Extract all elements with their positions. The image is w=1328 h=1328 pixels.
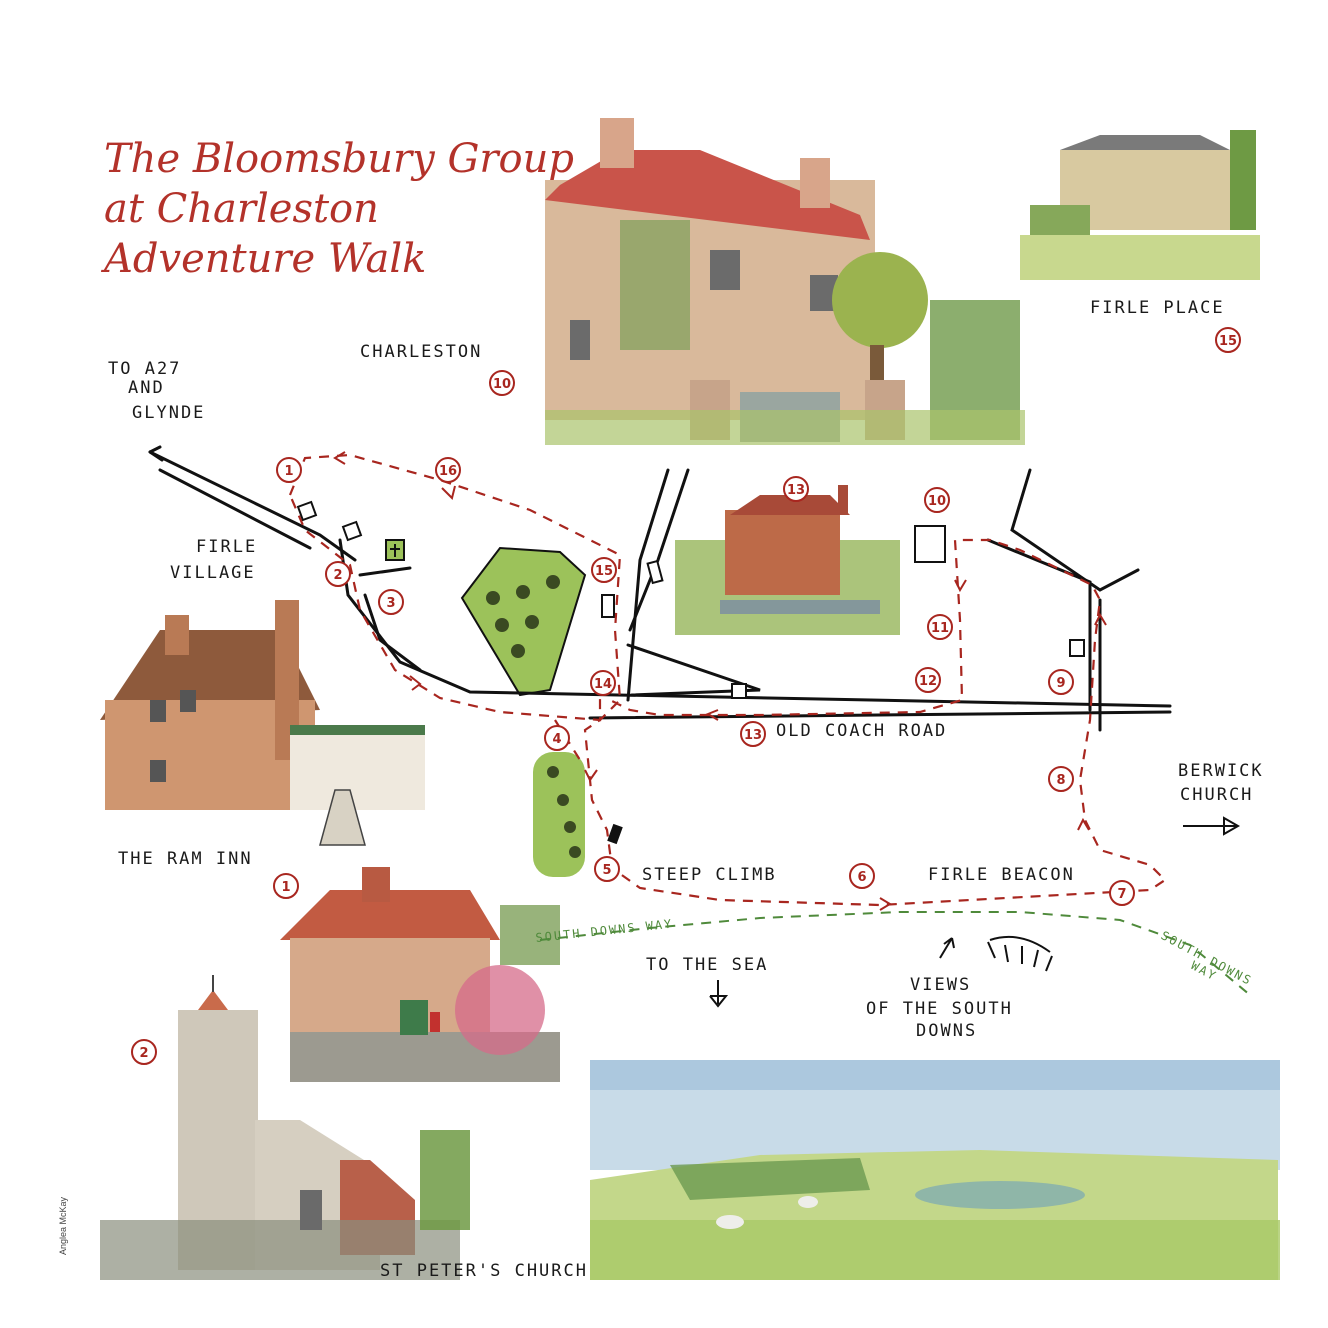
title-line-1: The Bloomsbury Group: [104, 136, 574, 182]
marker-2-map: 2: [325, 561, 351, 587]
svg-text:1: 1: [281, 880, 290, 895]
label-firle-beacon: FIRLE BEACON: [928, 865, 1075, 885]
marker-15-map: 15: [591, 557, 617, 583]
arrow-to-the-sea: [709, 980, 729, 1008]
label-to-a27-3: GLYNDE: [132, 403, 205, 423]
firle-place-illustration: [1020, 130, 1260, 280]
roads: [148, 445, 1172, 732]
svg-text:15: 15: [1219, 334, 1237, 349]
views-icon: [939, 935, 1053, 972]
label-charleston: CHARLESTON: [360, 342, 482, 362]
stile-icon: [607, 823, 623, 845]
marker-4: 4: [544, 725, 570, 751]
label-views-3: DOWNS: [916, 1021, 977, 1041]
title-line-2: at Charleston: [104, 186, 379, 232]
south-downs-way-route: [539, 911, 1251, 996]
cottage-illustration: [675, 485, 900, 635]
svg-text:1: 1: [284, 464, 293, 479]
label-steep-climb: STEEP CLIMB: [642, 865, 777, 885]
svg-text:10: 10: [493, 377, 511, 392]
svg-text:13: 13: [787, 483, 805, 498]
direction-arrows: [709, 816, 1241, 1008]
label-views-1: VIEWS: [910, 975, 971, 995]
label-berwick-1: BERWICK: [1178, 761, 1264, 781]
svg-text:12: 12: [919, 674, 937, 689]
marker-6: 6: [849, 863, 875, 889]
svg-text:10: 10: [928, 494, 946, 509]
label-views-2: OF THE SOUTH: [866, 999, 1013, 1019]
label-ram-inn: THE RAM INN: [118, 849, 253, 869]
marker-12: 12: [915, 667, 941, 693]
marker-1-ram-inn: 1: [273, 873, 299, 899]
svg-text:16: 16: [439, 464, 457, 479]
place-labels: CHARLESTON FIRLE PLACE TO A27 AND GLYNDE…: [58, 298, 1264, 1281]
label-firle-village-2: VILLAGE: [170, 563, 256, 583]
svg-text:2: 2: [333, 568, 342, 583]
firle-stores-illustration: [280, 867, 560, 1082]
svg-text:6: 6: [857, 870, 866, 885]
marker-16: 16: [435, 457, 461, 483]
svg-text:9: 9: [1056, 676, 1065, 691]
svg-text:15: 15: [595, 564, 613, 579]
label-firle-village-1: FIRLE: [196, 537, 257, 557]
svg-text:13: 13: [744, 728, 762, 743]
marker-7: 7: [1109, 880, 1135, 906]
south-downs-landscape-illustration: [590, 1060, 1280, 1280]
title-line-3: Adventure Walk: [100, 236, 426, 282]
label-berwick-2: CHURCH: [1180, 785, 1253, 805]
marker-13-cottage: 13: [783, 476, 809, 502]
charleston-house-marker: [914, 525, 946, 563]
marker-9: 9: [1048, 669, 1074, 695]
charleston-illustration: [545, 118, 1025, 445]
route-markers: 1 1 2 2 3 4 5 6 7 8 9 10 10 11 12 13 13 …: [131, 327, 1241, 1065]
label-to-a27-1: TO A27: [108, 359, 181, 379]
marker-13-map: 13: [740, 721, 766, 747]
marker-3: 3: [378, 589, 404, 615]
route-arrows: [333, 451, 1107, 911]
svg-text:3: 3: [386, 596, 395, 611]
svg-text:7: 7: [1117, 887, 1126, 902]
svg-text:14: 14: [594, 677, 612, 692]
marker-10-charleston: 10: [489, 370, 515, 396]
parks: [460, 546, 587, 877]
map-buildings: [296, 500, 1085, 699]
label-firle-place: FIRLE PLACE: [1090, 298, 1225, 318]
svg-text:4: 4: [552, 732, 561, 747]
label-to-a27-2: AND: [128, 378, 165, 398]
beacon-woods: [533, 752, 585, 877]
firle-park: [460, 546, 587, 697]
marker-2-church: 2: [131, 1039, 157, 1065]
old-coach-road: [588, 710, 1172, 720]
marker-14: 14: [590, 670, 616, 696]
marker-1-map: 1: [276, 457, 302, 483]
road-to-a27: [148, 450, 357, 562]
map-title: The Bloomsbury Group at Charleston Adven…: [100, 136, 574, 282]
arrow-to-berwick: [1183, 816, 1241, 836]
svg-text:8: 8: [1056, 773, 1065, 788]
marker-11: 11: [927, 614, 953, 640]
svg-text:11: 11: [931, 621, 949, 636]
svg-text:5: 5: [602, 863, 611, 878]
label-old-coach-road: OLD COACH ROAD: [776, 721, 947, 741]
charleston-lane-east: [1010, 468, 1140, 592]
marker-5: 5: [594, 856, 620, 882]
svg-text:2: 2: [139, 1046, 148, 1061]
illustrator-credit: Anglea McKay: [58, 1196, 68, 1255]
label-to-the-sea: TO THE SEA: [646, 955, 768, 975]
marker-15-firle-place: 15: [1215, 327, 1241, 353]
charleston-lane-west: [626, 468, 670, 702]
marker-10-map: 10: [924, 487, 950, 513]
label-st-peters: ST PETER'S CHURCH: [380, 1261, 588, 1281]
marker-8: 8: [1048, 766, 1074, 792]
st-peters-church-illustration: [100, 975, 470, 1280]
ram-inn-illustration: [100, 600, 425, 846]
